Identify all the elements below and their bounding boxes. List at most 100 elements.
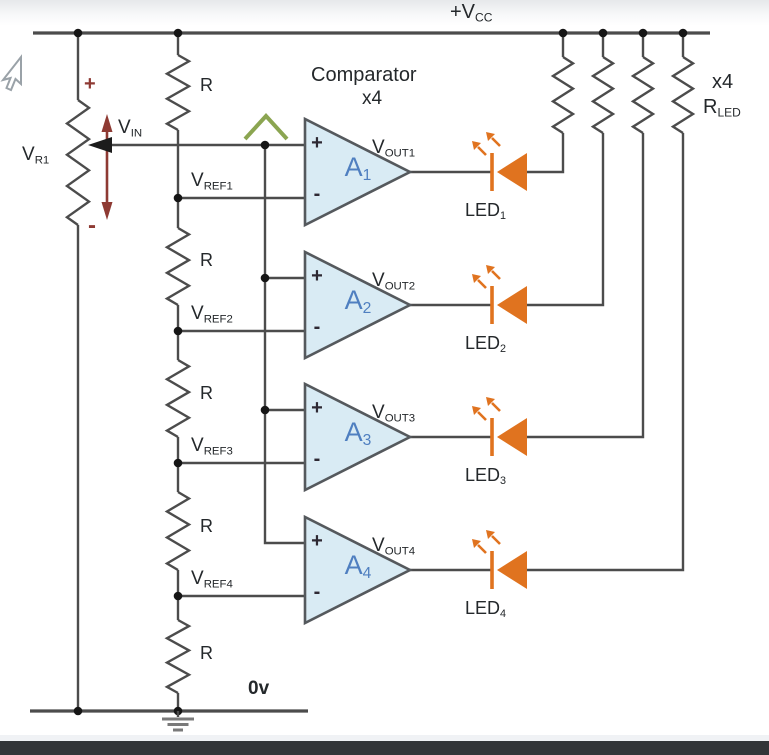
plus-input-sign-1: +: [311, 132, 323, 154]
top-gradient-strip: [0, 0, 769, 26]
adjust-arrow-icon: [101, 202, 113, 220]
ladder-resistor-icon: [164, 490, 192, 572]
led-label-2: LED2: [465, 333, 507, 356]
comparator-name-4: A4: [344, 550, 372, 582]
cursor-icon: [0, 54, 22, 92]
junction-dot: [638, 28, 648, 38]
adjust-arrow-icon: [101, 114, 113, 132]
vin-label: VIN: [118, 117, 143, 140]
rled-count: x4: [712, 71, 734, 93]
led-triangle-icon: [497, 551, 527, 589]
junction-dot: [260, 273, 270, 283]
vout-label-3: VOUT3: [372, 402, 416, 425]
vout-label-4: VOUT4: [372, 535, 416, 558]
resistor-label-4: R: [200, 516, 213, 536]
led-light-arrow-icon: [491, 402, 501, 412]
led-triangle-icon: [497, 286, 527, 324]
junction-dot: [173, 326, 183, 336]
vin-caret-icon: [243, 113, 289, 141]
led-label-3: LED3: [465, 465, 507, 488]
led-light-arrow-icon: [477, 411, 487, 421]
led-triangle-icon: [497, 153, 527, 191]
led-light-arrow-icon: [477, 146, 487, 156]
led-return-wire: [527, 133, 645, 439]
rled-resistor-icon: [550, 55, 576, 135]
pot-minus-label: -: [88, 212, 96, 239]
rled-resistor-icon: [590, 55, 616, 135]
ladder-resistor-icon: [164, 358, 192, 439]
rled-resistor-icon: [670, 55, 696, 135]
vout-label-1: VOUT1: [372, 137, 416, 160]
junction-dot: [73, 28, 83, 38]
rled-resistor-icon: [630, 55, 656, 135]
bottom-light-strip: [0, 735, 769, 741]
comparator-title: Comparator: [311, 64, 417, 86]
resistor-label-3: R: [200, 383, 213, 403]
led-return-wire: [527, 133, 565, 174]
led-light-arrow-icon: [472, 274, 481, 283]
vcc-label: +VCC: [450, 1, 493, 25]
minus-input-sign-3: -: [313, 448, 321, 470]
comparator-name-1: A1: [344, 152, 372, 184]
ladder-resistor-icon: [164, 618, 192, 695]
comparator-triangle-icon: [303, 116, 413, 228]
comparator-count: x4: [361, 88, 383, 109]
vin-bus: [263, 145, 307, 545]
comparator-triangle-icon: [303, 249, 413, 361]
ladder-resistor-icon: [164, 53, 192, 132]
junction-dot: [73, 706, 83, 716]
vref-label-4: VREF4: [191, 568, 233, 591]
plus-input-sign-4: +: [311, 530, 323, 552]
led-triangle-icon: [497, 418, 527, 456]
plus-input-sign-3: +: [311, 397, 323, 419]
wiper-arrow-icon: [88, 137, 112, 153]
comparator-triangle-icon: [303, 381, 413, 493]
junction-dot: [173, 458, 183, 468]
led-return-wire: [527, 133, 605, 307]
comparator-triangle-icon: [303, 514, 413, 626]
led-label-4: LED4: [465, 598, 507, 621]
junction-dot: [260, 140, 270, 150]
led-light-arrow-icon: [472, 406, 481, 415]
led-label-1: LED1: [465, 200, 507, 223]
minus-input-sign-4: -: [313, 581, 321, 603]
junction-dot: [598, 28, 608, 38]
led-light-arrow-icon: [491, 535, 501, 545]
led-light-arrow-icon: [491, 137, 501, 147]
led-light-arrow-icon: [472, 141, 481, 150]
junction-dot: [173, 28, 183, 38]
led-light-arrow-icon: [472, 539, 481, 548]
comparator-name-2: A2: [344, 285, 372, 317]
led-light-arrow-icon: [477, 544, 487, 554]
zero-volt-label: 0v: [248, 678, 270, 699]
junction-dot: [173, 591, 183, 601]
junction-dot: [260, 405, 270, 415]
resistor-label-2: R: [200, 250, 213, 270]
led-light-arrow-icon: [486, 397, 495, 406]
vref-label-2: VREF2: [191, 303, 233, 326]
vout-label-2: VOUT2: [372, 270, 416, 293]
junction-dot: [173, 193, 183, 203]
ladder-resistor-icon: [164, 226, 192, 307]
minus-input-sign-2: -: [313, 316, 321, 338]
led-light-arrow-icon: [491, 270, 501, 280]
led-return-wire: [527, 133, 685, 572]
vref-label-1: VREF1: [191, 170, 233, 193]
rled-label: RLED: [703, 96, 741, 120]
plus-input-sign-2: +: [311, 265, 323, 287]
led-light-arrow-icon: [486, 132, 495, 141]
led-light-arrow-icon: [486, 265, 495, 274]
vr1-label: VR1: [22, 144, 50, 167]
led-light-arrow-icon: [477, 279, 487, 289]
comparator-name-3: A3: [344, 417, 372, 449]
junction-dot: [678, 28, 688, 38]
resistor-label-1: R: [200, 75, 213, 95]
junction-dot: [558, 28, 568, 38]
bottom-dark-bar: [0, 741, 769, 755]
pot-plus-label: +: [84, 73, 96, 95]
resistor-label-5: R: [200, 643, 213, 663]
vref-label-3: VREF3: [191, 435, 233, 458]
minus-input-sign-1: -: [313, 183, 321, 205]
